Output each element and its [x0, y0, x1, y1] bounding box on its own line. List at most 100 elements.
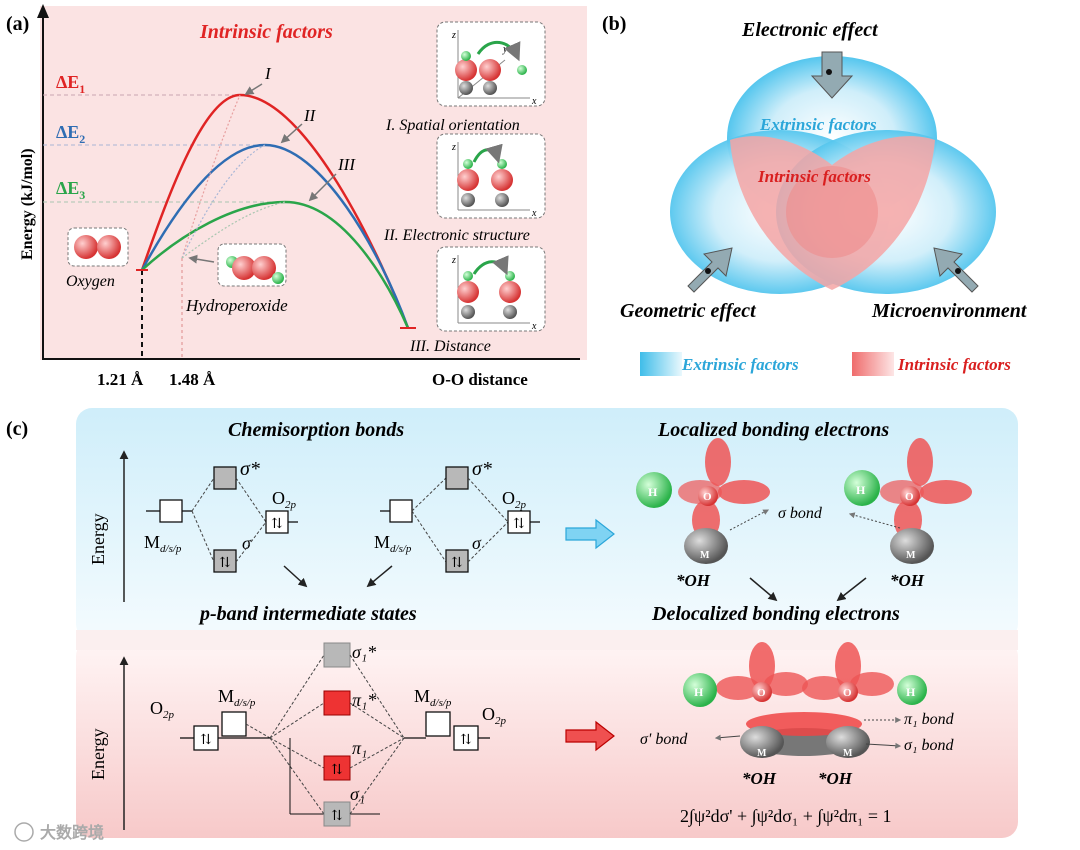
normalization-equation: 2∫ψ²dσ' + ∫ψ²dσ₁ + ∫ψ²dπ₁ = 1 [680, 806, 892, 827]
panel-c: (c) Chemisorption bonds Localized bondin… [6, 408, 1018, 838]
svg-text:H: H [856, 483, 866, 497]
converge-arrow-right [366, 565, 393, 588]
sigma1-bond-label: σ₁ bond [904, 737, 954, 754]
localized-title: Localized bonding electrons [657, 419, 889, 441]
factor-2-label: II. Electronic structure [383, 227, 530, 244]
curve-ii-pointer [280, 123, 303, 144]
x-axis-label: O-O distance [432, 370, 528, 389]
venn-center [786, 166, 878, 258]
svg-text:M: M [757, 748, 767, 759]
mo-diagram-pband: O2p ⇅ Md/s/p σ₁* π₁* ⇅ π₁ ⇅ σ₁ [150, 642, 507, 827]
curve-iii [141, 200, 410, 329]
metal-label-left: Md/s/p [218, 686, 256, 709]
svg-text:M: M [843, 748, 853, 759]
panel-a-title: Intrinsic factors [199, 21, 333, 43]
de2-label: ΔE2 [56, 122, 85, 146]
metal-label-2: Md/s/p [374, 532, 412, 555]
localized-oh-1: H O M [636, 438, 770, 564]
factor-box-2: z x [436, 133, 546, 219]
svg-text:⇅: ⇅ [451, 556, 463, 571]
svg-text:⇅: ⇅ [200, 733, 212, 748]
sigma-prime-pointer [714, 734, 741, 741]
sigma-star-2: σ* [472, 458, 492, 480]
hydroperoxide-label: Hydroperoxide [185, 296, 288, 315]
hydroperoxide-h-2 [272, 272, 284, 284]
curve-iii-pointer [308, 173, 337, 202]
metal-label-1: Md/s/p [144, 532, 182, 555]
watermark: 大数跨境 [14, 822, 104, 842]
dotted-path-ii [181, 144, 266, 259]
electronic-arrow-dot [826, 69, 832, 75]
microenvironment-arrow-dot [955, 268, 961, 274]
legend-extrinsic-swatch [640, 352, 682, 376]
electronic-effect-label: Electronic effect [741, 19, 879, 41]
svg-text:⇅: ⇅ [513, 517, 525, 532]
legend-intrinsic-swatch [852, 352, 894, 376]
svg-text:O: O [757, 687, 766, 699]
converge-arrow-left [283, 565, 308, 588]
svg-text:x: x [531, 321, 537, 332]
sigma-bond-pointer-right [848, 512, 901, 529]
panel-c-top-background [76, 408, 1018, 640]
pi1-bond-label: π₁ bond [904, 711, 955, 728]
svg-text:z: z [451, 255, 456, 266]
energy-label-top: Energy [88, 513, 108, 565]
sigma1-star-label: σ₁* [352, 642, 376, 662]
mo-diagram-2: Md/s/p σ* ⇅ σ ⇅ O2p [374, 458, 540, 573]
sigma-star-1: σ* [240, 458, 260, 480]
pi1-label: π₁ [352, 738, 367, 758]
red-flow-arrow [565, 720, 615, 752]
curve-label-iii: III [337, 155, 356, 174]
pi1-star-label: π₁* [352, 690, 376, 710]
legend-intrinsic-label: Intrinsic factors [897, 355, 1011, 374]
y-axis-arrow [37, 4, 49, 18]
converge-arrow-local-left [749, 577, 778, 602]
venn-intrinsic-label: Intrinsic factors [757, 167, 871, 186]
svg-text:⇅: ⇅ [460, 733, 472, 748]
o2p-label-right: O2p [482, 704, 507, 727]
curve-i [140, 93, 410, 329]
o2p-label-1: O2p [272, 488, 297, 511]
curve-ii [140, 143, 410, 329]
de1-label: ΔE1 [56, 72, 85, 96]
venn-extrinsic-label: Extrinsic factors [759, 115, 877, 134]
curve-i-pointer [244, 83, 263, 95]
curve-label-i: I [264, 64, 272, 83]
panel-a: (a) Intrinsic factors Energy (kJ/mol) O-… [6, 4, 587, 389]
delocalized-oh: H H O O M M [683, 642, 927, 759]
sigma1-bond-pointer [865, 742, 902, 749]
factor-box-1: z y x [436, 21, 546, 107]
svg-text:z: z [451, 142, 456, 153]
sigma-bond-pointer-left [729, 509, 770, 531]
chemisorption-title: Chemisorption bonds [228, 419, 404, 441]
oh-label-local-1: *OH [676, 571, 711, 590]
svg-text:z: z [451, 30, 456, 41]
mo-diagram-1: Md/s/p σ* ⇅ σ ⇅ O2p [144, 458, 298, 573]
sigma-bond-label: σ bond [778, 505, 823, 522]
geometric-effect-label: Geometric effect [620, 300, 757, 322]
panel-b: (b) Electronic effect Extrinsic factors … [602, 13, 1028, 376]
pband-title: p-band intermediate states [198, 603, 417, 625]
panel-c-label: (c) [6, 418, 28, 440]
localized-oh-2: H O M [844, 438, 972, 564]
geometric-arrow-dot [705, 268, 711, 274]
hydroperoxide-o-2 [252, 256, 276, 280]
tick-1-48: 1.48 Å [169, 370, 216, 389]
o2p-label-2: O2p [502, 488, 527, 511]
curve-label-ii: II [303, 106, 317, 125]
svg-text:M: M [906, 550, 916, 561]
svg-text:⇅: ⇅ [219, 556, 231, 571]
oh-label-deloc-1: *OH [742, 769, 777, 788]
svg-text:O: O [843, 687, 852, 699]
oxygen-atom-1 [74, 235, 98, 259]
watermark-logo-icon [14, 822, 34, 842]
svg-text:M: M [700, 550, 710, 561]
y-axis-label: Energy (kJ/mol) [19, 148, 36, 260]
factor-3-label: III. Distance [409, 338, 491, 355]
oxygen-label: Oxygen [66, 273, 115, 290]
sigma-1: σ [242, 533, 252, 553]
oh-label-local-2: *OH [890, 571, 925, 590]
metal-label-right: Md/s/p [414, 686, 452, 709]
oh-label-deloc-2: *OH [818, 769, 853, 788]
